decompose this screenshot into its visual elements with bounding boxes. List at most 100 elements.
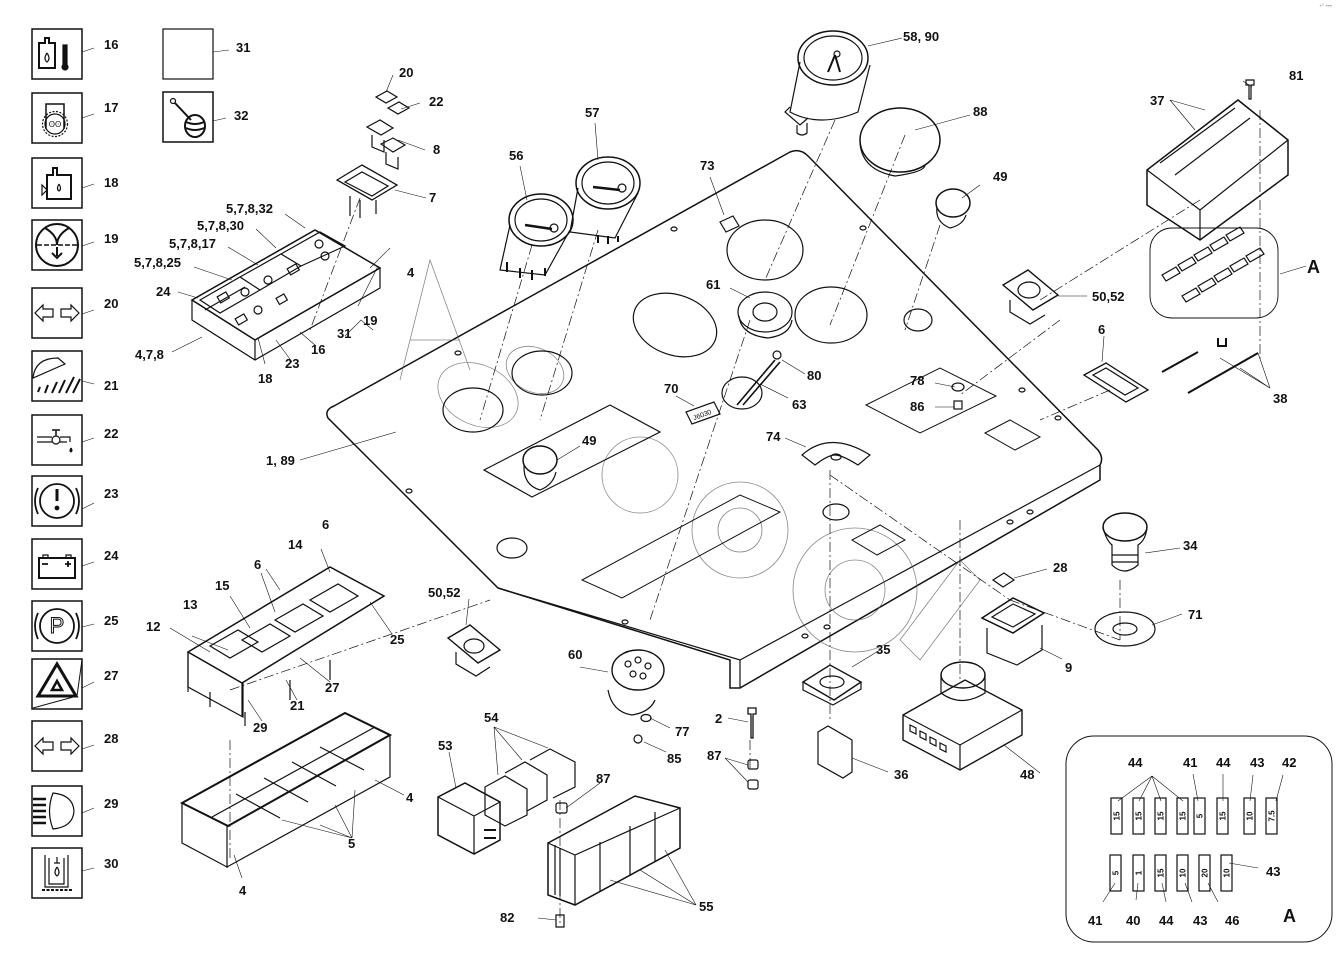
relay-block-55: [547, 795, 681, 906]
brake-warning-icon: [34, 483, 80, 519]
turn-signal-icon: [34, 736, 80, 756]
leader-lines: [169, 37, 1307, 921]
legend-symbol-16: [31, 28, 95, 80]
work-light-icon: [32, 357, 81, 394]
callout-19: 19: [363, 313, 378, 328]
fuse-body: [1132, 797, 1145, 835]
callout-7: 7: [429, 190, 437, 205]
tag-73: [719, 215, 740, 233]
callout-60: 60: [568, 647, 583, 662]
fuse-body: [1110, 797, 1123, 835]
cap-88: [859, 107, 941, 177]
callout-50-52-right: 50,52: [1092, 289, 1125, 304]
legend-symbol-30: [31, 847, 95, 899]
callout-24: 24: [156, 284, 171, 299]
callout-58-90: 58, 90: [903, 29, 940, 44]
detail-a-label-44-b: 44: [1216, 755, 1231, 770]
callout-48: 48: [1020, 767, 1035, 782]
fuse-rating: 1: [1135, 870, 1144, 875]
legend-label-17: 17: [104, 100, 119, 115]
callout-88: 88: [973, 104, 988, 119]
legend-label-31: 31: [236, 40, 251, 55]
callout-57: 57: [585, 105, 600, 120]
callout-4-top: 4: [407, 265, 415, 280]
oil-filter-icon: [42, 855, 72, 891]
fuse-body: [1176, 854, 1189, 892]
nut-87-left: [555, 802, 568, 814]
legend-symbol-23: [31, 475, 95, 527]
fuse-body: [1109, 854, 1122, 892]
fuse-rating: 15: [1157, 811, 1166, 820]
fuse-top-3: 15: [1176, 797, 1189, 835]
callout-20: 20: [399, 65, 414, 80]
callout-4-tray-bottom: 4: [239, 883, 247, 898]
fuse-body: [1198, 854, 1211, 892]
legend-symbol-18: [31, 157, 95, 209]
legend-label-19: 19: [104, 231, 119, 246]
callout-36: 36: [894, 767, 909, 782]
panel-plate: [326, 149, 1103, 689]
mounting-holes: [405, 225, 1062, 639]
fuse-bottom-5: 10: [1220, 854, 1233, 892]
fuse-rating: 15: [1113, 811, 1122, 820]
fuse-box: [1001, 79, 1289, 403]
fuse-bottom-3: 10: [1176, 854, 1189, 892]
detail-a-leaders: [1102, 773, 1284, 903]
fuse-body: [1154, 797, 1167, 835]
washer-77: [640, 713, 652, 723]
frame-6-right: [1082, 362, 1150, 403]
bolt-2: [747, 707, 757, 739]
bus-bars-38: [1161, 338, 1259, 394]
switch-9: [980, 597, 1046, 666]
fuse-body: [1176, 797, 1189, 835]
legend-symbol-25: P: [31, 600, 95, 652]
corner-mark: •° •••: [1319, 4, 1332, 10]
callout-54: 54: [484, 710, 499, 725]
callout-29: 29: [253, 720, 268, 735]
screw-82: [555, 914, 565, 928]
gauge-56: [499, 193, 574, 280]
callout-70: 70: [664, 381, 679, 396]
detail-a-label-44-c: 44: [1159, 913, 1174, 928]
callout-1-89: 1, 89: [266, 453, 295, 468]
socket-50-52-left: [446, 624, 502, 677]
legend-label-22: 22: [104, 426, 119, 441]
dial-74: [801, 442, 872, 466]
detail-a-label-43-b: 43: [1193, 913, 1208, 928]
callout-21: 21: [290, 698, 305, 713]
gauge-57: [569, 156, 641, 244]
indicator-49-top: [935, 188, 971, 229]
callout-56: 56: [509, 148, 524, 163]
air-filter-icon: [35, 223, 79, 267]
engine-oil-temperature-icon: [38, 37, 69, 71]
relays-54: [484, 748, 576, 827]
callout-73: 73: [700, 158, 715, 173]
legend-label-16: 16: [104, 37, 119, 52]
detail-a-label-44-a: 44: [1128, 755, 1143, 770]
callout-49-top: 49: [993, 169, 1008, 184]
legend-symbol-22: [31, 414, 95, 466]
detail-a-label-40: 40: [1126, 913, 1141, 928]
callout-31: 31: [337, 326, 352, 341]
fuse-top-7: 7.5: [1265, 797, 1278, 835]
fuse-top-2: 15: [1154, 797, 1167, 835]
legend-label-23: 23: [104, 486, 119, 501]
callout-86: 86: [910, 399, 925, 414]
legend-label-21: 21: [104, 378, 119, 393]
tag-28: [991, 572, 1016, 588]
battery-icon: [38, 554, 76, 579]
fuse-bottom-1: 1: [1132, 854, 1145, 892]
callout-6-right: 6: [1098, 322, 1106, 337]
callout-55: 55: [699, 899, 714, 914]
legend-symbol-31: [162, 28, 230, 80]
callout-49-center: 49: [582, 433, 597, 448]
detail-a-label-43-side: 43: [1266, 864, 1281, 879]
callout-5-7-8-30: 5,7,8,30: [197, 218, 244, 233]
joystick-icon: [169, 97, 206, 138]
ring-61: [737, 291, 793, 339]
fuse-group: [1161, 226, 1265, 303]
callout-23: 23: [285, 356, 300, 371]
legend-label-18: 18: [104, 175, 119, 190]
